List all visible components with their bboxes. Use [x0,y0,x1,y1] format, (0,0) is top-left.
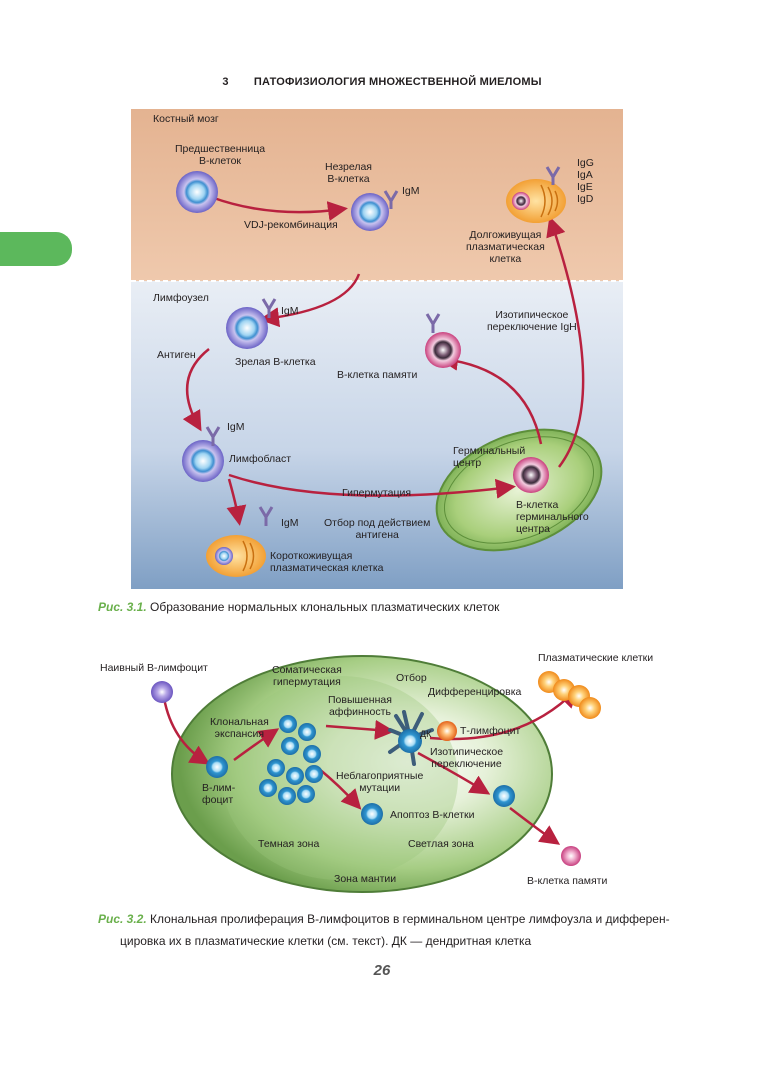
germinal-center-label: Герминальный центр [453,445,526,469]
caption-2-line1: Клональная пролиферация В-лимфоцитов в г… [146,912,670,926]
apoptosis-label: Апоптоз В-клетки [390,809,475,821]
caption-1-text: Образование нормальных клональных плазма… [146,600,500,614]
igm-label-lymphoblast: IgM [227,421,245,433]
figure-1-caption: Рис. 3.1. Образование нормальных клональ… [98,596,499,618]
igm-label-immature: IgM [402,185,420,197]
long-lived-plasma-cell [506,166,566,223]
naive-b-cell [151,681,173,703]
page-number: 26 [373,962,391,979]
caption-1-label: Рис. 3.1. [98,600,147,614]
isotype-switch-label-2: Изотипическое переключение [430,746,504,770]
selected-b-cell [493,785,515,807]
memory-b-cell-2 [561,846,581,866]
memory-label-2: В-клетка памяти [527,875,608,887]
memory-label: В-клетка памяти [337,369,418,381]
clonal-cluster [206,715,323,805]
long-lived-label: Долгоживущая плазматическая клетка [466,229,545,265]
igm-label-short: IgM [281,517,299,529]
selection-label: Отбор под действием антигена [324,517,431,541]
dark-zone-label: Темная зона [258,838,320,850]
selection-label-2: Отбор [396,672,427,684]
figure-2: Наивный В-лимфоцит Плазматические клетки… [90,646,690,902]
immature-b-cell [351,190,399,231]
figure-1-arrows [182,195,585,526]
t-cell [437,721,457,741]
apoptotic-b-cell [361,803,383,825]
hypermutation-label: Гипермутация [342,487,412,499]
b-lymph-label: В-лим- фоцит [202,782,236,806]
plasma-cells-label: Плазматические клетки [538,652,654,664]
affinity-label: Повышенная аффинность [328,694,392,718]
isotype-switch-label: Изотипическое переключение IgH [487,309,577,333]
isotypes-label: IgG IgA IgE IgD [577,157,594,205]
precursor-label: Предшественница В-клеток [175,143,266,167]
somatic-label: Соматическая гипермутация [272,664,342,688]
memory-b-cell [425,313,461,368]
mantle-zone-label: Зона мантии [334,873,397,885]
precursor-cell [176,171,218,213]
immature-label: Незрелая В-клетка [325,161,372,185]
caption-2-label: Рис. 3.2. [98,912,147,926]
zone-bone-marrow-label: Костный мозг [153,113,219,125]
dc-label: ДК [420,729,432,739]
gc-cell-label: В-клетка герминального центра [516,499,589,535]
lymphoblast-cell [182,426,224,482]
figure-2-graphic [151,655,601,893]
germinal-center-ellipse [435,428,603,552]
chapter-tab [0,232,72,266]
figure-1: Костный мозг Лимфоузел Предшественница В… [131,109,623,589]
dendritic-cell [388,710,434,766]
zone-lymph-node-label: Лимфоузел [153,292,209,304]
light-zone-label: Светлая зона [408,838,474,850]
vdj-label: VDJ-рекомбинация [244,219,338,231]
chapter-number: 3 [222,76,229,88]
plasma-cells-cluster [538,671,601,719]
short-lived-label: Короткоживущая плазматическая клетка [270,550,384,574]
unfavorable-label: Неблагоприятные мутации [336,770,424,794]
naive-label: Наивный В-лимфоцит [100,662,208,674]
differentiation-label: Дифференцировка [428,686,522,698]
t-cell-label: Т-лимфоцит [460,725,521,737]
antigen-label: Антиген [157,349,196,361]
mature-b-cell [226,298,277,349]
mature-label: Зрелая В-клетка [235,356,316,368]
germinal-center-b-cell [513,457,549,493]
figure-1-graphic [131,109,623,589]
figure-2-caption: Рис. 3.2. Клональная пролиферация В-лимф… [98,908,698,952]
igm-label-mature: IgM [281,305,299,317]
lymphoblast-label: Лимфобласт [229,453,292,465]
short-lived-plasma-cell [206,506,274,577]
running-header: 3 ПАТОФИЗИОЛОГИЯ МНОЖЕСТВЕННОЙ МИЕЛОМЫ [0,76,764,88]
caption-2-line2: цировка их в плазматические клетки (см. … [120,934,532,948]
chapter-title: ПАТОФИЗИОЛОГИЯ МНОЖЕСТВЕННОЙ МИЕЛОМЫ [253,76,542,88]
clonal-label: Клональная экспансия [210,716,269,740]
